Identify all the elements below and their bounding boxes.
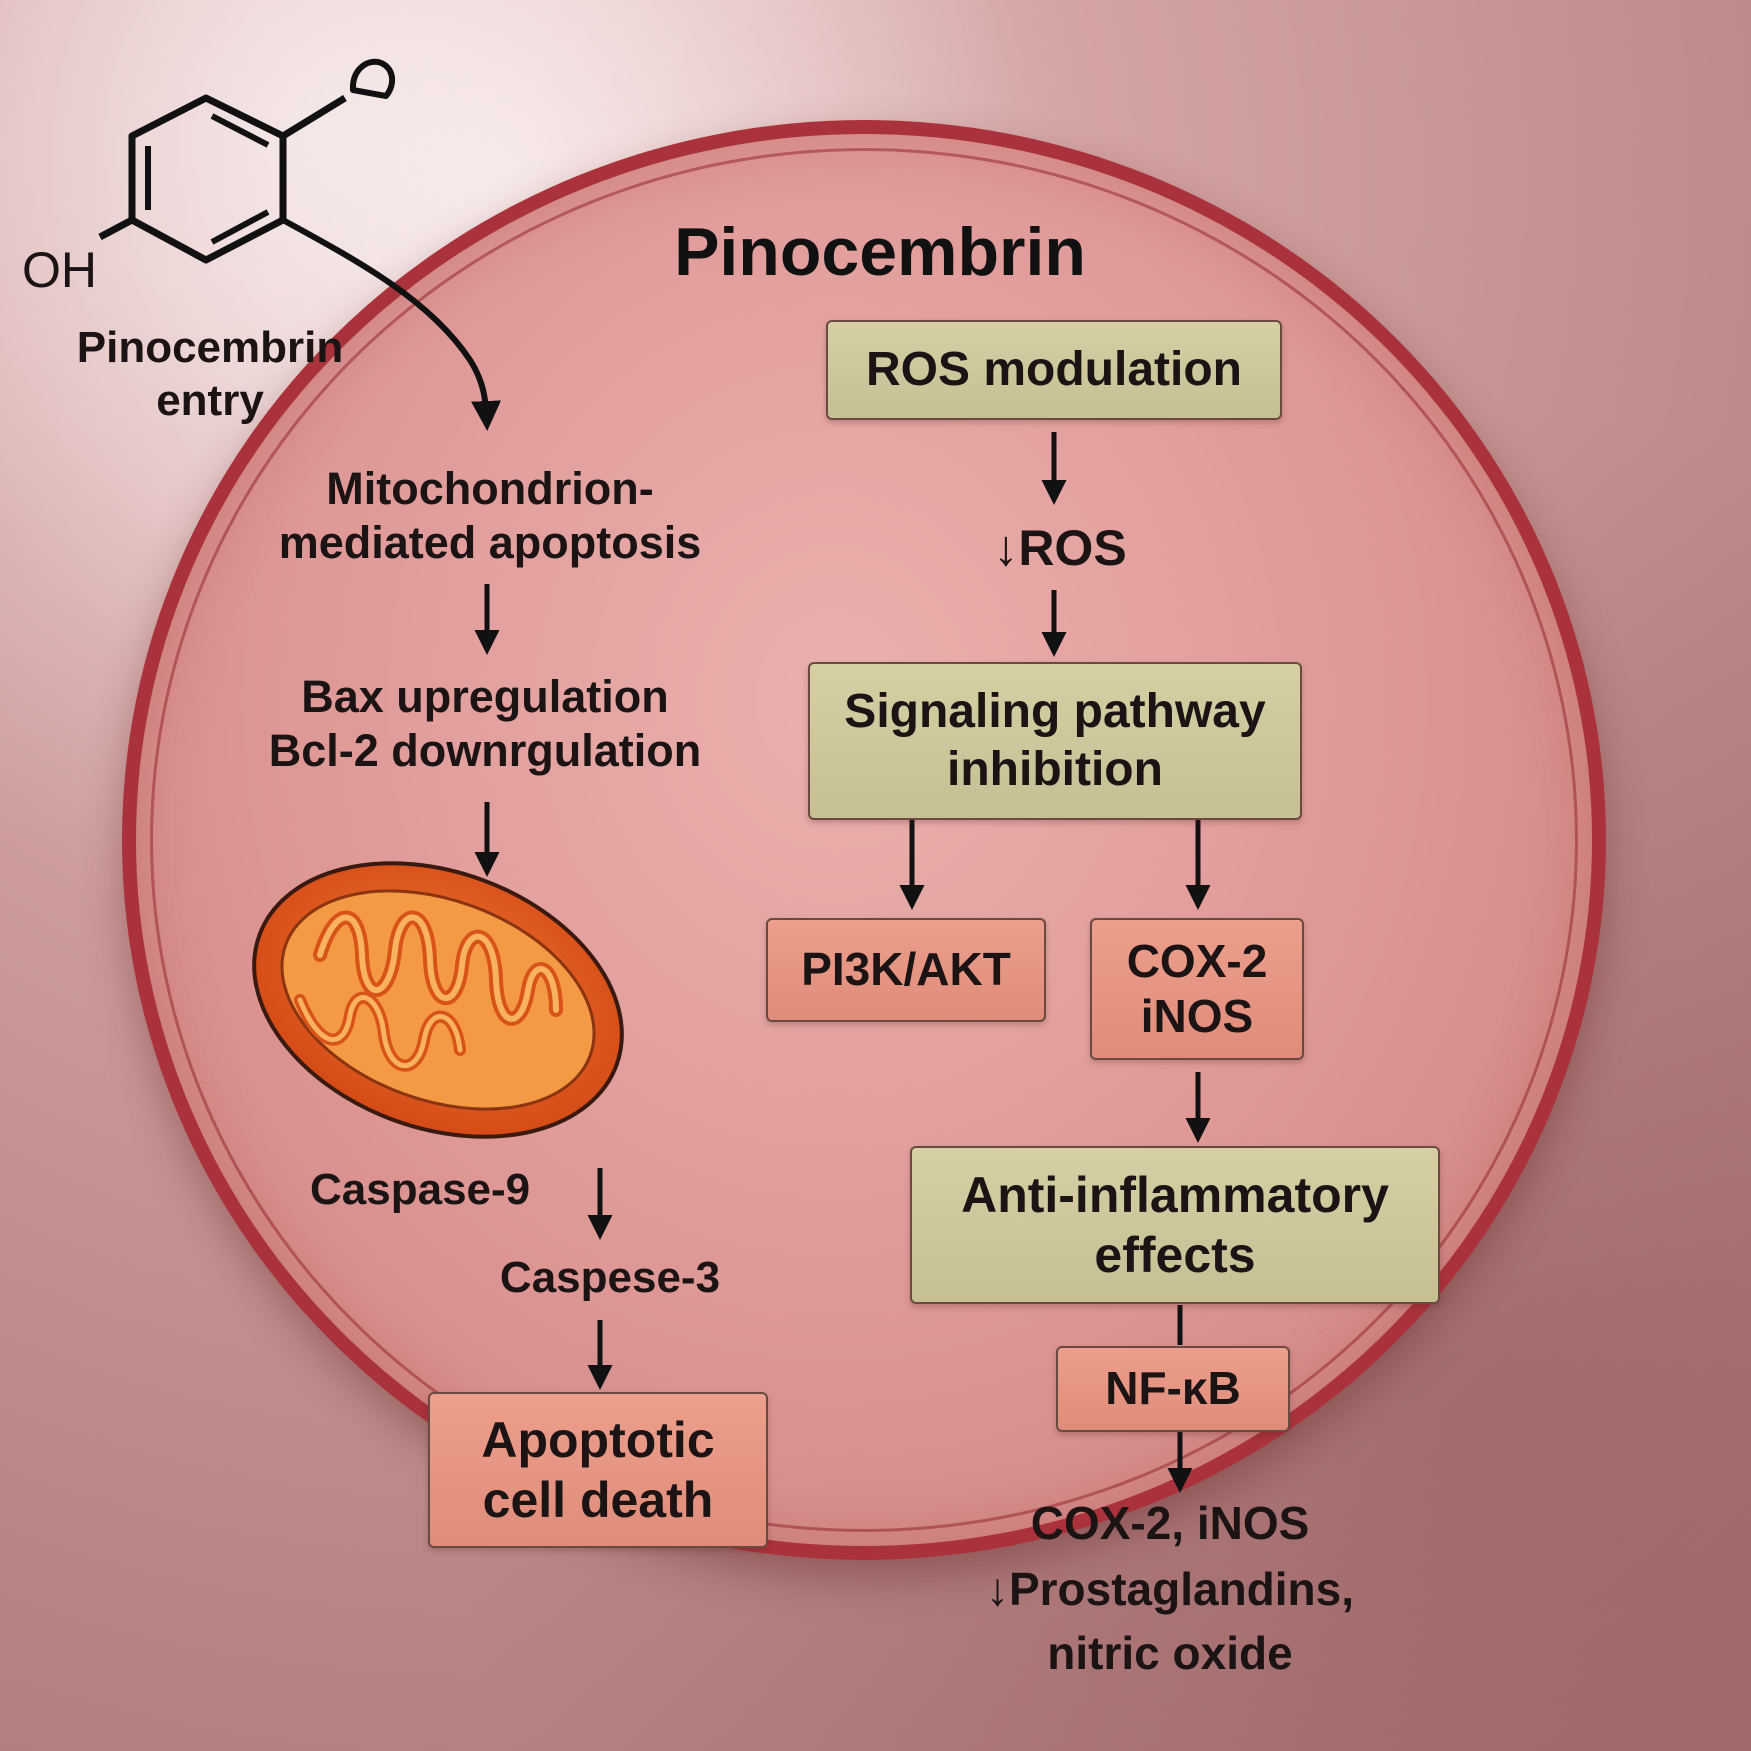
caspase-9-label: Caspase-9 [310, 1165, 531, 1214]
left-arrows [474, 584, 613, 1390]
mitochondrion-icon [252, 861, 624, 1139]
anti-inflammatory-effects-box: Anti-inflammatory effects [910, 1146, 1440, 1304]
signaling-pathway-inhibition-box: Signaling pathway inhibition [808, 662, 1302, 820]
entry-arrow [281, 217, 502, 431]
nf-kb-box: NF-κB [1056, 1346, 1290, 1432]
hydroxyl-label: OH [22, 242, 97, 298]
mitochondrion-apoptosis-label: Mitochondrion- mediated apoptosis [278, 463, 702, 568]
cell-inner-membrane [150, 148, 1578, 1532]
ros-decrease-label: ↓ROS [993, 520, 1127, 576]
bax-bcl2-label: Bax upregulation Bcl-2 downrgulation [268, 671, 702, 776]
pi3k-akt-box: PI3K/AKT [766, 918, 1046, 1022]
cox2-inos-box: COX-2 iNOS [1090, 918, 1304, 1060]
final-nitric-oxide-label: nitric oxide [1047, 1627, 1293, 1679]
final-prostaglandins-label: ↓Prostaglandins, [985, 1563, 1355, 1615]
pinocembrin-molecule-icon [98, 58, 396, 264]
apoptotic-cell-death-box: Apoptotic cell death [428, 1392, 768, 1548]
final-cox2-inos-label: COX-2, iNOS [1030, 1497, 1310, 1549]
right-arrows [899, 432, 1211, 1493]
ros-modulation-box: ROS modulation [826, 320, 1282, 420]
pinocembrin-entry-label: Pinocembrin entry [76, 323, 344, 425]
page-title: Pinocembrin [674, 214, 1086, 290]
caspase-3-label: Caspese-3 [499, 1253, 721, 1302]
